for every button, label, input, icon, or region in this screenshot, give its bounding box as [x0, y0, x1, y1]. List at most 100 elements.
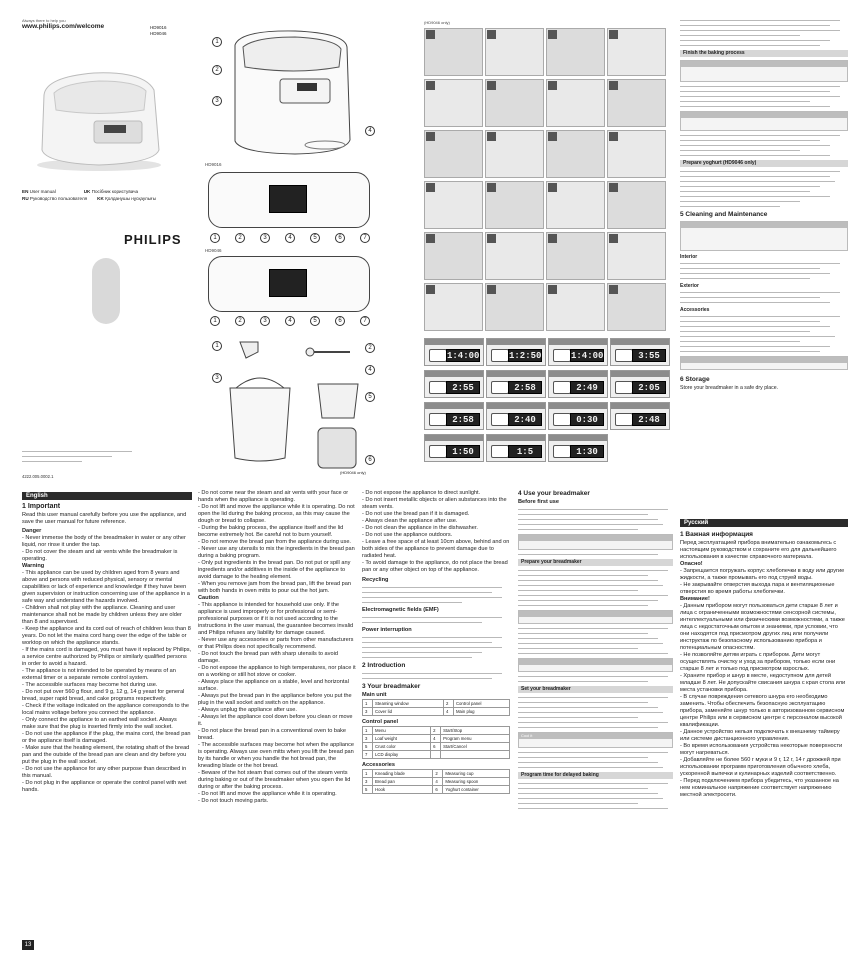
note-2 — [680, 356, 848, 370]
table-cell: Start/Cancel — [440, 742, 510, 751]
button-press-icon — [615, 413, 633, 426]
program-display: 1:2:50 — [508, 349, 542, 362]
program-card-header — [487, 371, 545, 377]
appliance-diagram — [205, 25, 370, 160]
c3-7: - Leave a free space of at least 10cm ab… — [362, 539, 510, 559]
c3-3: - Do not use the bread pan if it is dama… — [362, 511, 470, 517]
table-cell: 4 — [430, 734, 442, 743]
table-cell: 1 — [362, 726, 373, 735]
finish-baking-heading: Finish the baking process — [680, 50, 848, 57]
step-photo — [424, 79, 483, 127]
model-2: HD9046 — [150, 31, 167, 36]
table-cell — [430, 750, 442, 759]
right-top-steps: Finish the baking process Prepare yoghur… — [680, 20, 848, 391]
page-number: 13 — [22, 940, 34, 950]
caution-heading: Caution — [198, 595, 219, 601]
table-cell: 6 — [430, 742, 442, 751]
step-photo — [424, 232, 483, 280]
program-display: 1:50 — [446, 445, 480, 458]
pc2-1: 1 — [210, 316, 220, 326]
program-display: 0:30 — [570, 413, 604, 426]
caution-12: - Do not lift and move the appliance whi… — [198, 791, 337, 797]
warning-5: - The appliance is not intended to be op… — [22, 668, 176, 681]
program-card-header — [425, 371, 483, 377]
step-number — [609, 234, 618, 243]
warning-12: - Do not use the appliance for any other… — [22, 766, 187, 779]
note-5 — [518, 658, 673, 672]
cleaning-caution — [680, 221, 848, 251]
pc1-6: 6 — [335, 233, 345, 243]
program-display: 1:4:00 — [570, 349, 604, 362]
before-use-heading: Before first use — [518, 499, 560, 505]
warning-10: - Do not use the appliance if the plug, … — [22, 731, 191, 744]
step-photo — [485, 232, 544, 280]
step-number — [548, 30, 557, 39]
caution-5: - Always place the appliance on a stable… — [198, 679, 349, 692]
caution-1: - This appliance is intended for househo… — [198, 602, 354, 636]
lang-en: EN User manual — [22, 189, 56, 194]
caution-7: - Always unplug the appliance after use. — [198, 707, 297, 713]
note-4 — [518, 610, 673, 624]
caution-11: - Beware of the hot steam that comes out… — [198, 770, 351, 790]
step-number — [426, 234, 435, 243]
step-photo — [607, 181, 666, 229]
caution-10: - The accessible surfaces may become hot… — [198, 742, 354, 769]
danger-1: - Never immerse the body of the breadmak… — [22, 535, 186, 548]
step-number — [426, 30, 435, 39]
prepare-heading: Prepare your breadmaker — [518, 559, 673, 566]
warning-1: - This appliance can be used by children… — [22, 570, 190, 604]
warning-8: - Check if the voltage indicated on the … — [22, 703, 189, 716]
c3-5: - Do not clean the appliance in the dish… — [362, 525, 478, 531]
caution-note-1 — [680, 60, 848, 82]
step-number — [487, 234, 496, 243]
warning-heading: Warning — [22, 563, 45, 569]
table-cell: 1 — [362, 769, 373, 778]
program-display: 2:55 — [446, 381, 480, 394]
step-number — [609, 30, 618, 39]
c2-5: - Never use any utensils to mix the ingr… — [198, 546, 355, 559]
acc-callout-2: 2 — [365, 343, 375, 353]
step-photo — [607, 130, 666, 178]
step-number — [426, 81, 435, 90]
caution-13: - Do not touch moving parts. — [198, 798, 269, 804]
ru-warning-7: - Добавляйте не более 560 г муки и 9 г, … — [680, 757, 841, 777]
danger-2: - Do not cover the steam and air vents w… — [22, 549, 178, 562]
table-cell: 3 — [362, 734, 373, 743]
step-number — [487, 81, 496, 90]
step-photo — [485, 130, 544, 178]
address-block — [22, 449, 152, 466]
pc1-7: 7 — [360, 233, 370, 243]
table-cell: 4 — [432, 777, 444, 786]
lang-kk: KK Қолданушы нұсқаулығы — [97, 196, 157, 201]
step-photo — [546, 232, 605, 280]
acc-callout-1: 1 — [212, 341, 222, 351]
callout-4: 4 — [365, 126, 375, 136]
c2-4: - Do not remove the bread pan from the a… — [198, 539, 351, 545]
pc1-5: 5 — [310, 233, 320, 243]
button-press-icon — [553, 445, 571, 458]
c2-7: - When you remove jam from the bread pan… — [198, 581, 351, 594]
program-card: 2:05 — [610, 370, 670, 398]
table-cell: 1 — [362, 699, 373, 708]
step-number — [609, 285, 618, 294]
acc-callout-4: 4 — [365, 365, 375, 375]
program-card: 2:55 — [424, 370, 484, 398]
program-display: 2:40 — [508, 413, 542, 426]
c3-2: - Do not insert metallic objects or alie… — [362, 497, 507, 510]
step-number — [487, 183, 496, 192]
table-cell: 4 — [442, 707, 454, 716]
button-press-icon — [429, 413, 447, 426]
step-number — [426, 285, 435, 294]
danger-heading: Danger — [22, 528, 42, 534]
shield-graphic — [92, 258, 120, 324]
s2-title: 2 Introduction — [362, 662, 406, 669]
cover-languages: EN User manual UK Посібник користувача R… — [22, 188, 182, 202]
table-cell: 2 — [432, 769, 444, 778]
program-display: 2:58 — [446, 413, 480, 426]
pc2-3: 3 — [260, 316, 270, 326]
table-cell: Yoghurt container — [442, 785, 510, 794]
control-panel-hd9046 — [208, 256, 370, 312]
